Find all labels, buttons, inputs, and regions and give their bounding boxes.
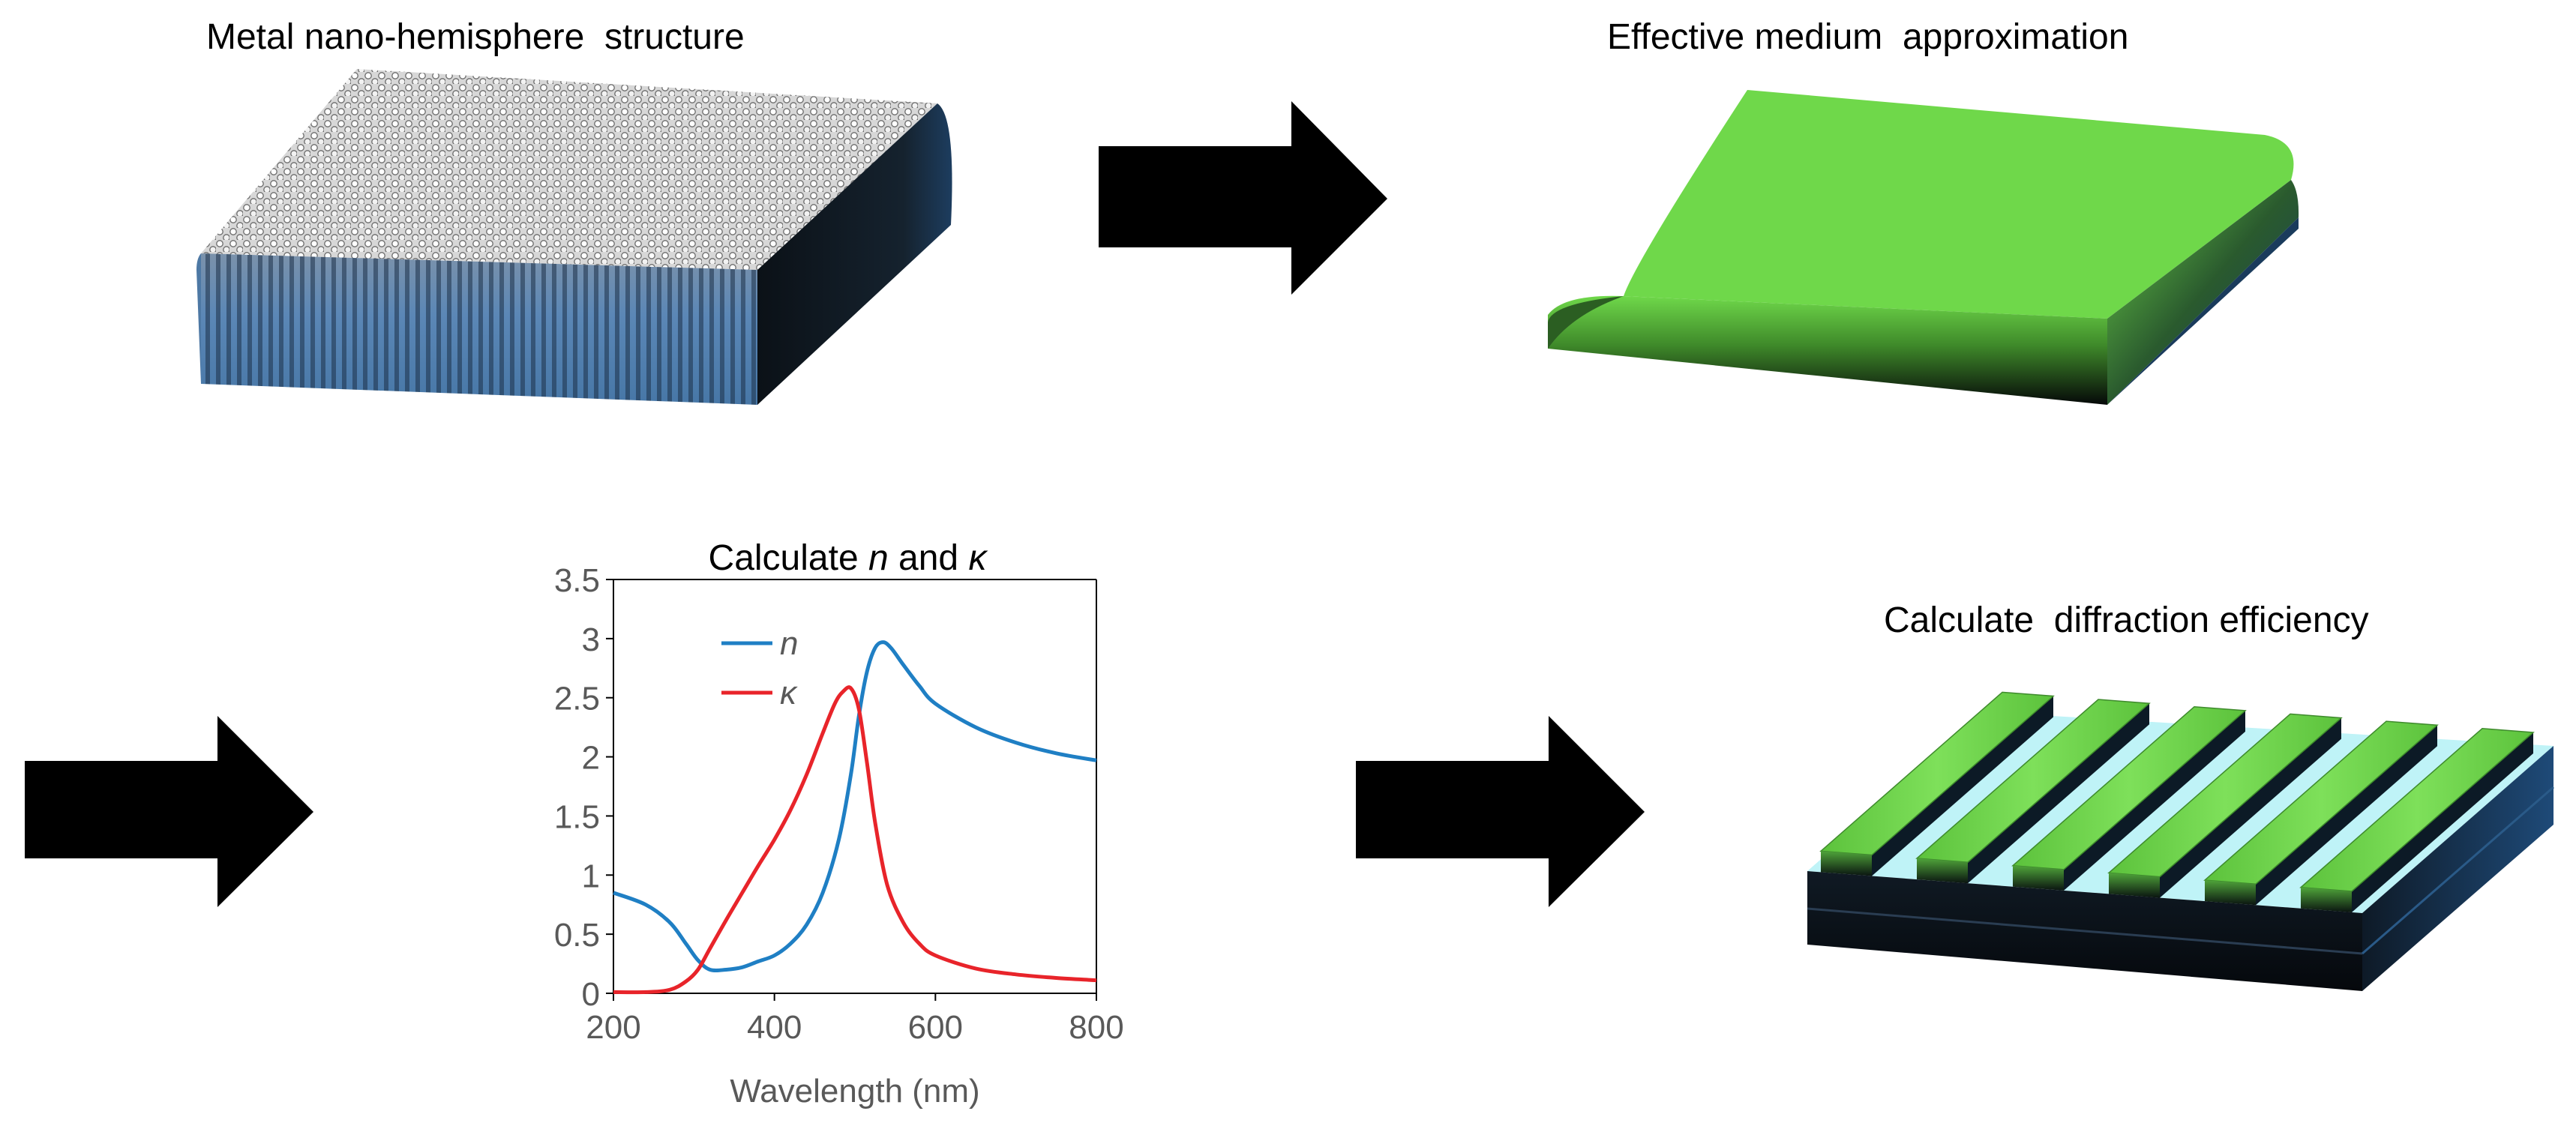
grating-ridge-side xyxy=(2352,732,2533,912)
panel1-title: Metal nano-hemisphere structure xyxy=(206,17,745,57)
arrow-right-3 xyxy=(1356,716,1645,907)
arrow-right-1 xyxy=(1099,101,1387,295)
panel2-title: Effective medium approximation xyxy=(1607,17,2129,57)
y-tick-label: 1 xyxy=(582,858,600,894)
y-tick-label: 3.5 xyxy=(554,562,600,599)
nano-hemisphere-slab-image xyxy=(196,69,952,405)
grating-ridge-front xyxy=(1821,851,1872,876)
grating-ridge-top xyxy=(1819,691,2055,856)
grating-ridge-front xyxy=(2013,865,2064,891)
grating-ridge-side xyxy=(2064,710,2245,891)
grating-ridge-front xyxy=(2301,887,2352,912)
grating-ridge-side xyxy=(1968,703,2149,884)
grating-ridge-side xyxy=(1872,696,2053,876)
y-tick-label: 1.5 xyxy=(554,798,600,835)
grating-ridge-front xyxy=(2205,880,2256,906)
n-kappa-chart: Calculate n and κ 0 0.5 1 1.5 2 2.5 3 3.5 200 400… xyxy=(554,538,1124,1110)
legend-label-kappa: κ xyxy=(780,675,798,711)
legend-label-n: n xyxy=(780,625,798,662)
series-line-kappa xyxy=(613,685,1097,995)
grating-ridge-front xyxy=(1917,858,1968,884)
arrow-right-2 xyxy=(25,716,313,907)
effective-medium-slab-image xyxy=(1548,90,2299,405)
x-tick-label: 200 xyxy=(586,1009,640,1046)
grating-ridge-top xyxy=(2203,720,2439,885)
grating-ridge-front xyxy=(2109,873,2160,898)
y-tick-label: 0 xyxy=(582,976,600,1013)
grating-ridge-top xyxy=(1915,699,2151,863)
x-tick-label: 400 xyxy=(747,1009,802,1046)
y-tick-label: 3 xyxy=(582,621,600,658)
grating-ridge-side xyxy=(2160,717,2341,898)
x-tick-label: 800 xyxy=(1069,1009,1123,1046)
x-axis-label: Wavelength (nm) xyxy=(730,1073,979,1110)
panel4-title: Calculate diffraction efficiency xyxy=(1884,600,2369,640)
x-tick-label: 600 xyxy=(908,1009,963,1046)
y-tick-label: 2.5 xyxy=(554,681,600,717)
diffraction-grating-image xyxy=(1807,691,2554,991)
grating-ridge-side xyxy=(2256,725,2437,906)
y-tick-label: 2 xyxy=(582,740,600,777)
y-tick-label: 0.5 xyxy=(554,917,600,954)
chart-title: Calculate n and κ xyxy=(709,538,989,578)
